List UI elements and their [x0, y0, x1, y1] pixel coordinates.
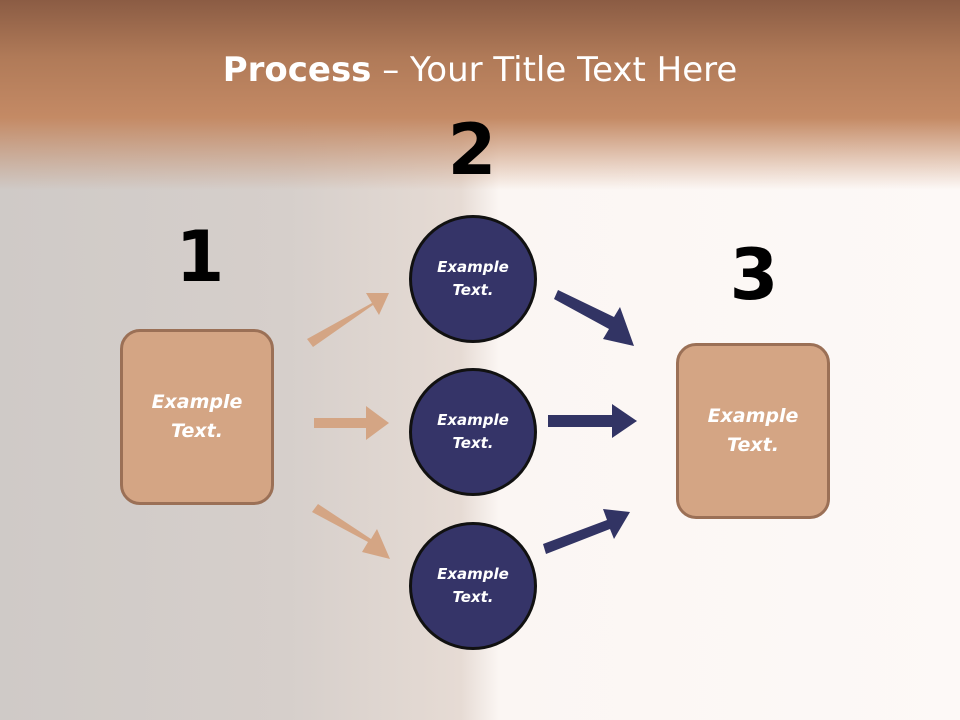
step-number-1: 1: [175, 216, 225, 298]
arrow-left-upper: [307, 293, 389, 347]
step-number-2: 2: [447, 109, 497, 191]
step-3-box-line2: Text.: [727, 434, 779, 456]
title-bold: Process: [222, 50, 372, 90]
arrow-left-middle: [314, 406, 389, 440]
step-3-box-line1: Example: [707, 405, 799, 427]
arrow-right-upper: [554, 290, 634, 346]
circle-bottom-line2: Text.: [452, 588, 494, 606]
step-3-box[interactable]: Example Text.: [676, 343, 830, 519]
circle-top-line2: Text.: [452, 281, 494, 299]
step-1-box[interactable]: Example Text.: [120, 329, 274, 505]
step-2-circle-top[interactable]: Example Text.: [409, 215, 537, 343]
arrow-right-middle: [548, 404, 637, 438]
title-rest: – Your Title Text Here: [371, 50, 738, 90]
step-1-box-line1: Example: [151, 391, 243, 413]
slide-title[interactable]: Process – Your Title Text Here: [0, 50, 960, 90]
step-1-box-line2: Text.: [171, 420, 223, 442]
step-number-3: 3: [729, 234, 779, 316]
arrow-left-lower: [312, 504, 390, 559]
step-2-circle-bottom[interactable]: Example Text.: [409, 522, 537, 650]
step-2-circle-middle[interactable]: Example Text.: [409, 368, 537, 496]
circle-middle-line2: Text.: [452, 434, 494, 452]
arrow-right-lower: [543, 509, 630, 554]
circle-bottom-line1: Example: [437, 565, 509, 583]
circle-top-line1: Example: [437, 258, 509, 276]
title-banner: [0, 0, 960, 190]
circle-middle-line1: Example: [437, 411, 509, 429]
